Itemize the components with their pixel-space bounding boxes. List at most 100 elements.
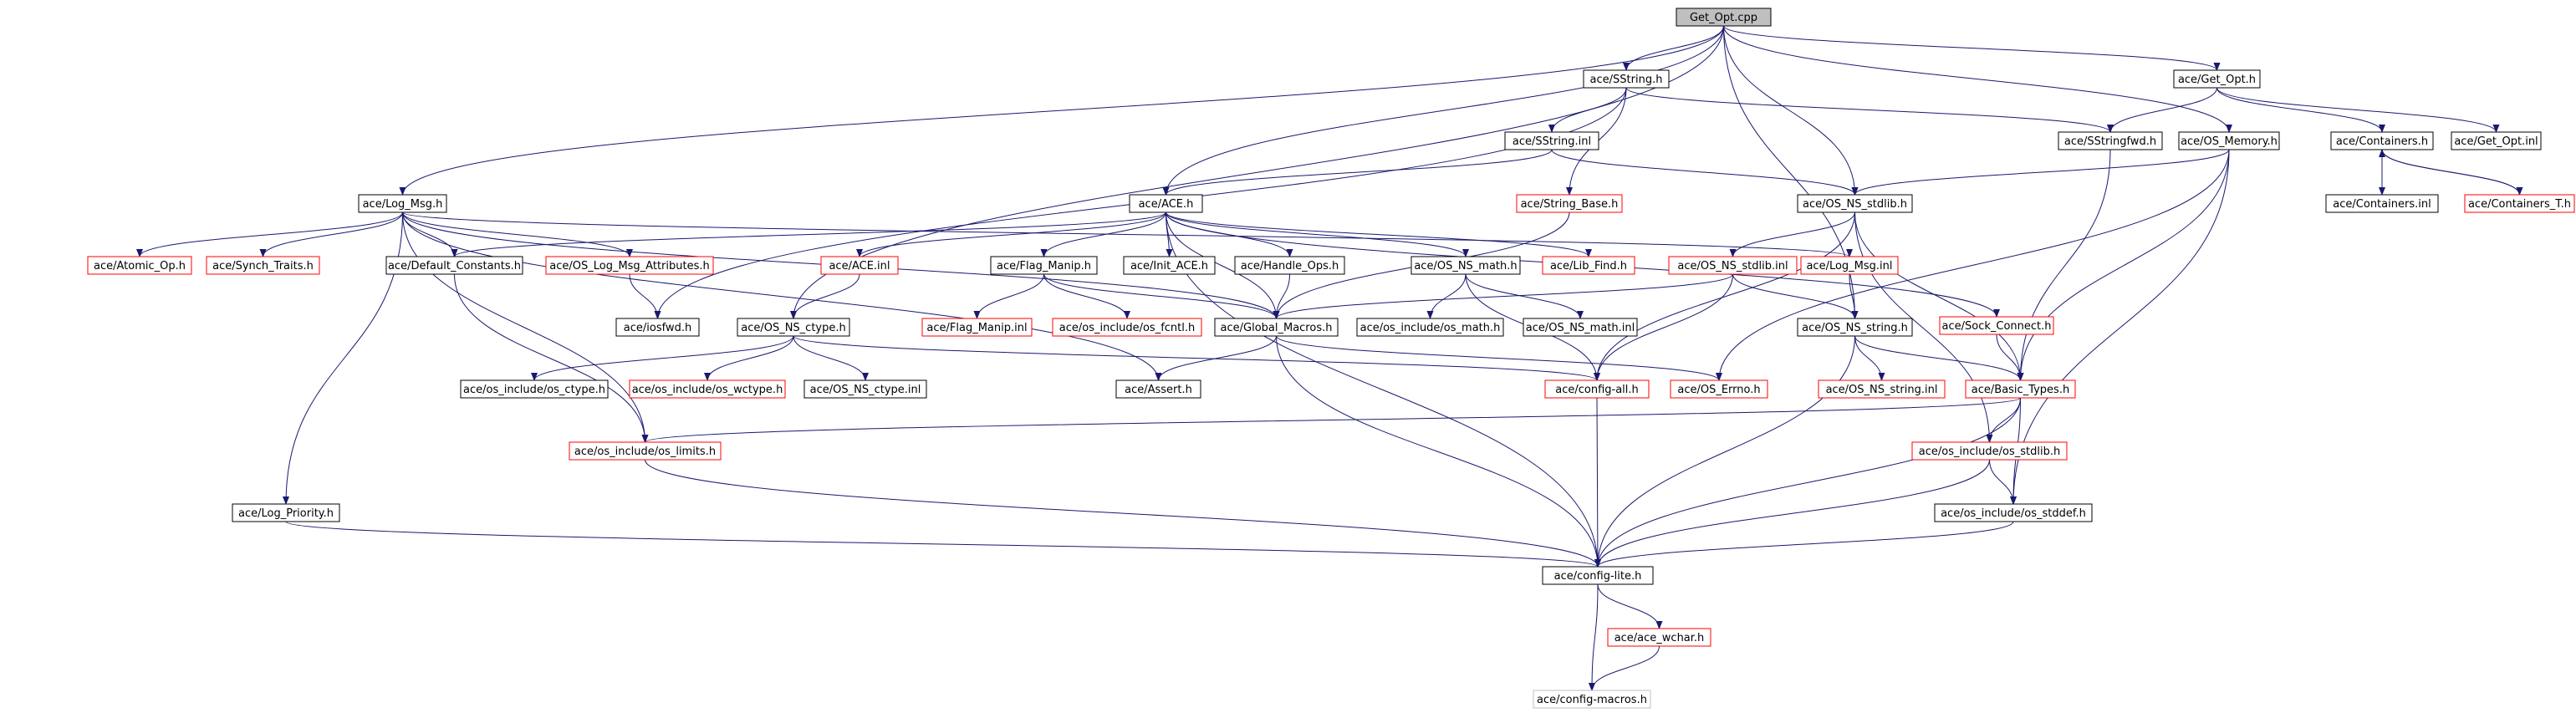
- node-get-opt-inl[interactable]: ace/Get_Opt.inl: [2451, 131, 2542, 150]
- edge-containers_t_h-to-containers_h: [2379, 149, 2520, 196]
- node-os-include-os-limits-h[interactable]: ace/os_include/os_limits.h: [569, 441, 722, 461]
- edge-ace_h-to-lib_find_h: [1166, 211, 1592, 257]
- node-os-ns-math-h[interactable]: ace/OS_NS_math.h: [1410, 256, 1521, 275]
- node-handle-ops-h[interactable]: ace/Handle_Ops.h: [1234, 256, 1345, 275]
- node-label: ace/String_Base.h: [1521, 198, 1619, 211]
- node-os-include-os-wctype-h[interactable]: ace/os_include/os_wctype.h: [629, 379, 786, 399]
- node-containers-h[interactable]: ace/Containers.h: [2330, 131, 2434, 150]
- node-os-ns-math-inl[interactable]: ace/OS_NS_math.inl: [1523, 318, 1638, 337]
- node-ace-inl[interactable]: ace/ACE.inl: [820, 256, 899, 275]
- node-global-macros-h[interactable]: ace/Global_Macros.h: [1214, 318, 1339, 337]
- node-label: ace/Log_Msg.h: [363, 198, 443, 211]
- edge-os_ns_stdlib_inl-to-os_ns_string_h: [1732, 273, 1859, 319]
- node-label: ace/Global_Macros.h: [1221, 322, 1333, 334]
- edge-os_ns_stdlib_h-to-config_all_h: [1594, 211, 1855, 381]
- edge-ace_h-to-global_macros_h: [1166, 211, 1280, 319]
- node-init-ace-h[interactable]: ace/Init_ACE.h: [1123, 256, 1216, 275]
- node-label: ace/Containers.h: [2336, 135, 2428, 148]
- edge-get_opt_cpp-to-log_msg_h: [399, 25, 1724, 196]
- node-box: [1668, 256, 1798, 275]
- node-os-include-os-math-h[interactable]: ace/os_include/os_math.h: [1356, 318, 1504, 337]
- node-os-ns-stdlib-h[interactable]: ace/OS_NS_stdlib.h: [1797, 194, 1913, 213]
- node-os-include-os-fcntl-h[interactable]: ace/os_include/os_fcntl.h: [1052, 318, 1202, 337]
- node-label: ace/os_include/os_ctype.h: [463, 384, 605, 396]
- edge-log_msg_h-to-log_priority_h: [283, 211, 403, 505]
- node-box: [1542, 566, 1654, 585]
- node-sock-connect-h[interactable]: ace/Sock_Connect.h: [1939, 316, 2054, 335]
- node-get-opt-cpp[interactable]: Get_Opt.cpp: [1676, 8, 1772, 27]
- edge-global_macros_h-to-os_errno_h: [1276, 335, 1722, 381]
- node-box: [1818, 379, 1946, 399]
- node-config-all-h[interactable]: ace/config-all.h: [1544, 379, 1650, 399]
- node-box: [2058, 131, 2163, 150]
- node-log-priority-h[interactable]: ace/Log_Priority.h: [232, 503, 340, 522]
- node-label: ace/Atomic_Op.h: [94, 260, 186, 272]
- node-label: ace/Containers.inl: [2333, 198, 2431, 211]
- edge-log_msg_h-to-atomic_op_h: [136, 211, 403, 257]
- node-ace-wchar-h[interactable]: ace/ace_wchar.h: [1607, 628, 1711, 647]
- edge-ace_h-to-os_ns_math_h: [1166, 211, 1469, 257]
- node-basic-types-h[interactable]: ace/Basic_Types.h: [1965, 379, 2076, 399]
- node-sstring-inl[interactable]: ace/SString.inl: [1504, 131, 1599, 150]
- node-os-ns-string-inl[interactable]: ace/OS_NS_string.inl: [1818, 379, 1946, 399]
- node-label: ace/Flag_Manip.h: [997, 260, 1091, 272]
- edge-global_macros_h-to-assert_h: [1155, 335, 1277, 381]
- node-containers-inl[interactable]: ace/Containers.inl: [2325, 194, 2439, 213]
- node-box: [1234, 256, 1345, 275]
- node-atomic-op-h[interactable]: ace/Atomic_Op.h: [87, 256, 192, 275]
- node-box: [737, 318, 850, 337]
- node-ace-h[interactable]: ace/ACE.h: [1129, 194, 1203, 213]
- edge-os_ns_stdlib_h-to-basic_types_h: [1854, 211, 2024, 381]
- node-os-ns-string-h[interactable]: ace/OS_NS_string.h: [1797, 318, 1913, 337]
- node-config-macros-h[interactable]: ace/config-macros.h: [1533, 690, 1651, 709]
- node-flag-manip-inl[interactable]: ace/Flag_Manip.inl: [921, 318, 1033, 337]
- node-os-ns-ctype-inl[interactable]: ace/OS_NS_ctype.inl: [803, 379, 927, 399]
- nodes-layer: Get_Opt.cpp ace/SString.h ace/Get_Opt.hace…: [87, 8, 2575, 709]
- node-os-include-os-stdlib-h[interactable]: ace/os_include/os_stdlib.h: [1911, 441, 2068, 461]
- node-get-opt-h[interactable]: ace/Get_Opt.h: [2173, 69, 2261, 89]
- node-box: [1052, 318, 1202, 337]
- node-os-log-msg-attributes-h[interactable]: ace/OS_Log_Msg_Attributes.h: [545, 256, 714, 275]
- node-box: [921, 318, 1033, 337]
- node-log-msg-inl[interactable]: ace/Log_Msg.inl: [1800, 256, 1899, 275]
- node-sstringfwd-h[interactable]: ace/SStringfwd.h: [2058, 131, 2163, 150]
- node-synch-traits-h[interactable]: ace/Synch_Traits.h: [206, 256, 320, 275]
- node-box: [1934, 503, 2093, 522]
- node-label: ace/ace_wchar.h: [1614, 632, 1705, 644]
- node-os-errno-h[interactable]: ace/OS_Errno.h: [1670, 379, 1768, 399]
- edge-os_memory_h-to-os_include_os_stddef_h: [2010, 149, 2230, 505]
- edge-os_memory_h-to-os_errno_h: [1716, 149, 2230, 381]
- node-string-base-h[interactable]: ace/String_Base.h: [1516, 194, 1623, 213]
- node-iosfwd-h[interactable]: ace/iosfwd.h: [615, 318, 700, 337]
- edge-sstring_h-to-sstringfwd_h: [1625, 87, 2114, 133]
- node-os-ns-stdlib-inl[interactable]: ace/OS_NS_stdlib.inl: [1668, 256, 1798, 275]
- edge-ace_h-to-default_constants_h: [451, 211, 1166, 257]
- node-os-include-os-ctype-h[interactable]: ace/os_include/os_ctype.h: [460, 379, 609, 399]
- node-assert-h[interactable]: ace/Assert.h: [1115, 379, 1201, 399]
- edge-sock_connect_h-to-basic_types_h: [1996, 334, 2024, 381]
- node-box: [385, 256, 523, 275]
- node-label: ace/OS_Errno.h: [1677, 384, 1760, 396]
- node-os-ns-ctype-h[interactable]: ace/OS_NS_ctype.h: [737, 318, 850, 337]
- node-box: [615, 318, 700, 337]
- node-label: ace/OS_Log_Msg_Attributes.h: [549, 260, 709, 272]
- edge-config_all_h-to-config_lite_h: [1594, 397, 1601, 568]
- node-flag-manip-h[interactable]: ace/Flag_Manip.h: [990, 256, 1098, 275]
- edge-global_macros_h-to-config_lite_h: [1276, 335, 1601, 568]
- node-lib-find-h[interactable]: ace/Lib_Find.h: [1542, 256, 1635, 275]
- node-sstring-h[interactable]: ace/SString.h: [1583, 69, 1670, 89]
- node-log-msg-h[interactable]: ace/Log_Msg.h: [358, 194, 447, 213]
- node-containers-t-h[interactable]: ace/Containers_T.h: [2464, 194, 2575, 213]
- edge-os_ns_math_h-to-os_include_os_math_h: [1426, 273, 1467, 319]
- node-label: ace/ACE.inl: [829, 260, 890, 272]
- node-config-lite-h[interactable]: ace/config-lite.h: [1542, 566, 1654, 585]
- node-os-memory-h[interactable]: ace/OS_Memory.h: [2178, 131, 2280, 150]
- node-os-include-os-stddef-h[interactable]: ace/os_include/os_stddef.h: [1934, 503, 2093, 522]
- node-box: [1676, 8, 1772, 27]
- edge-flag_manip_h-to-global_macros_h: [1043, 273, 1280, 319]
- node-label: ace/Init_ACE.h: [1130, 260, 1208, 272]
- node-label: ace/config-all.h: [1555, 384, 1639, 396]
- node-box: [2330, 131, 2434, 150]
- edge-os_ns_string_h-to-basic_types_h: [1854, 335, 2024, 381]
- node-default-constants-h[interactable]: ace/Default_Constants.h: [385, 256, 523, 275]
